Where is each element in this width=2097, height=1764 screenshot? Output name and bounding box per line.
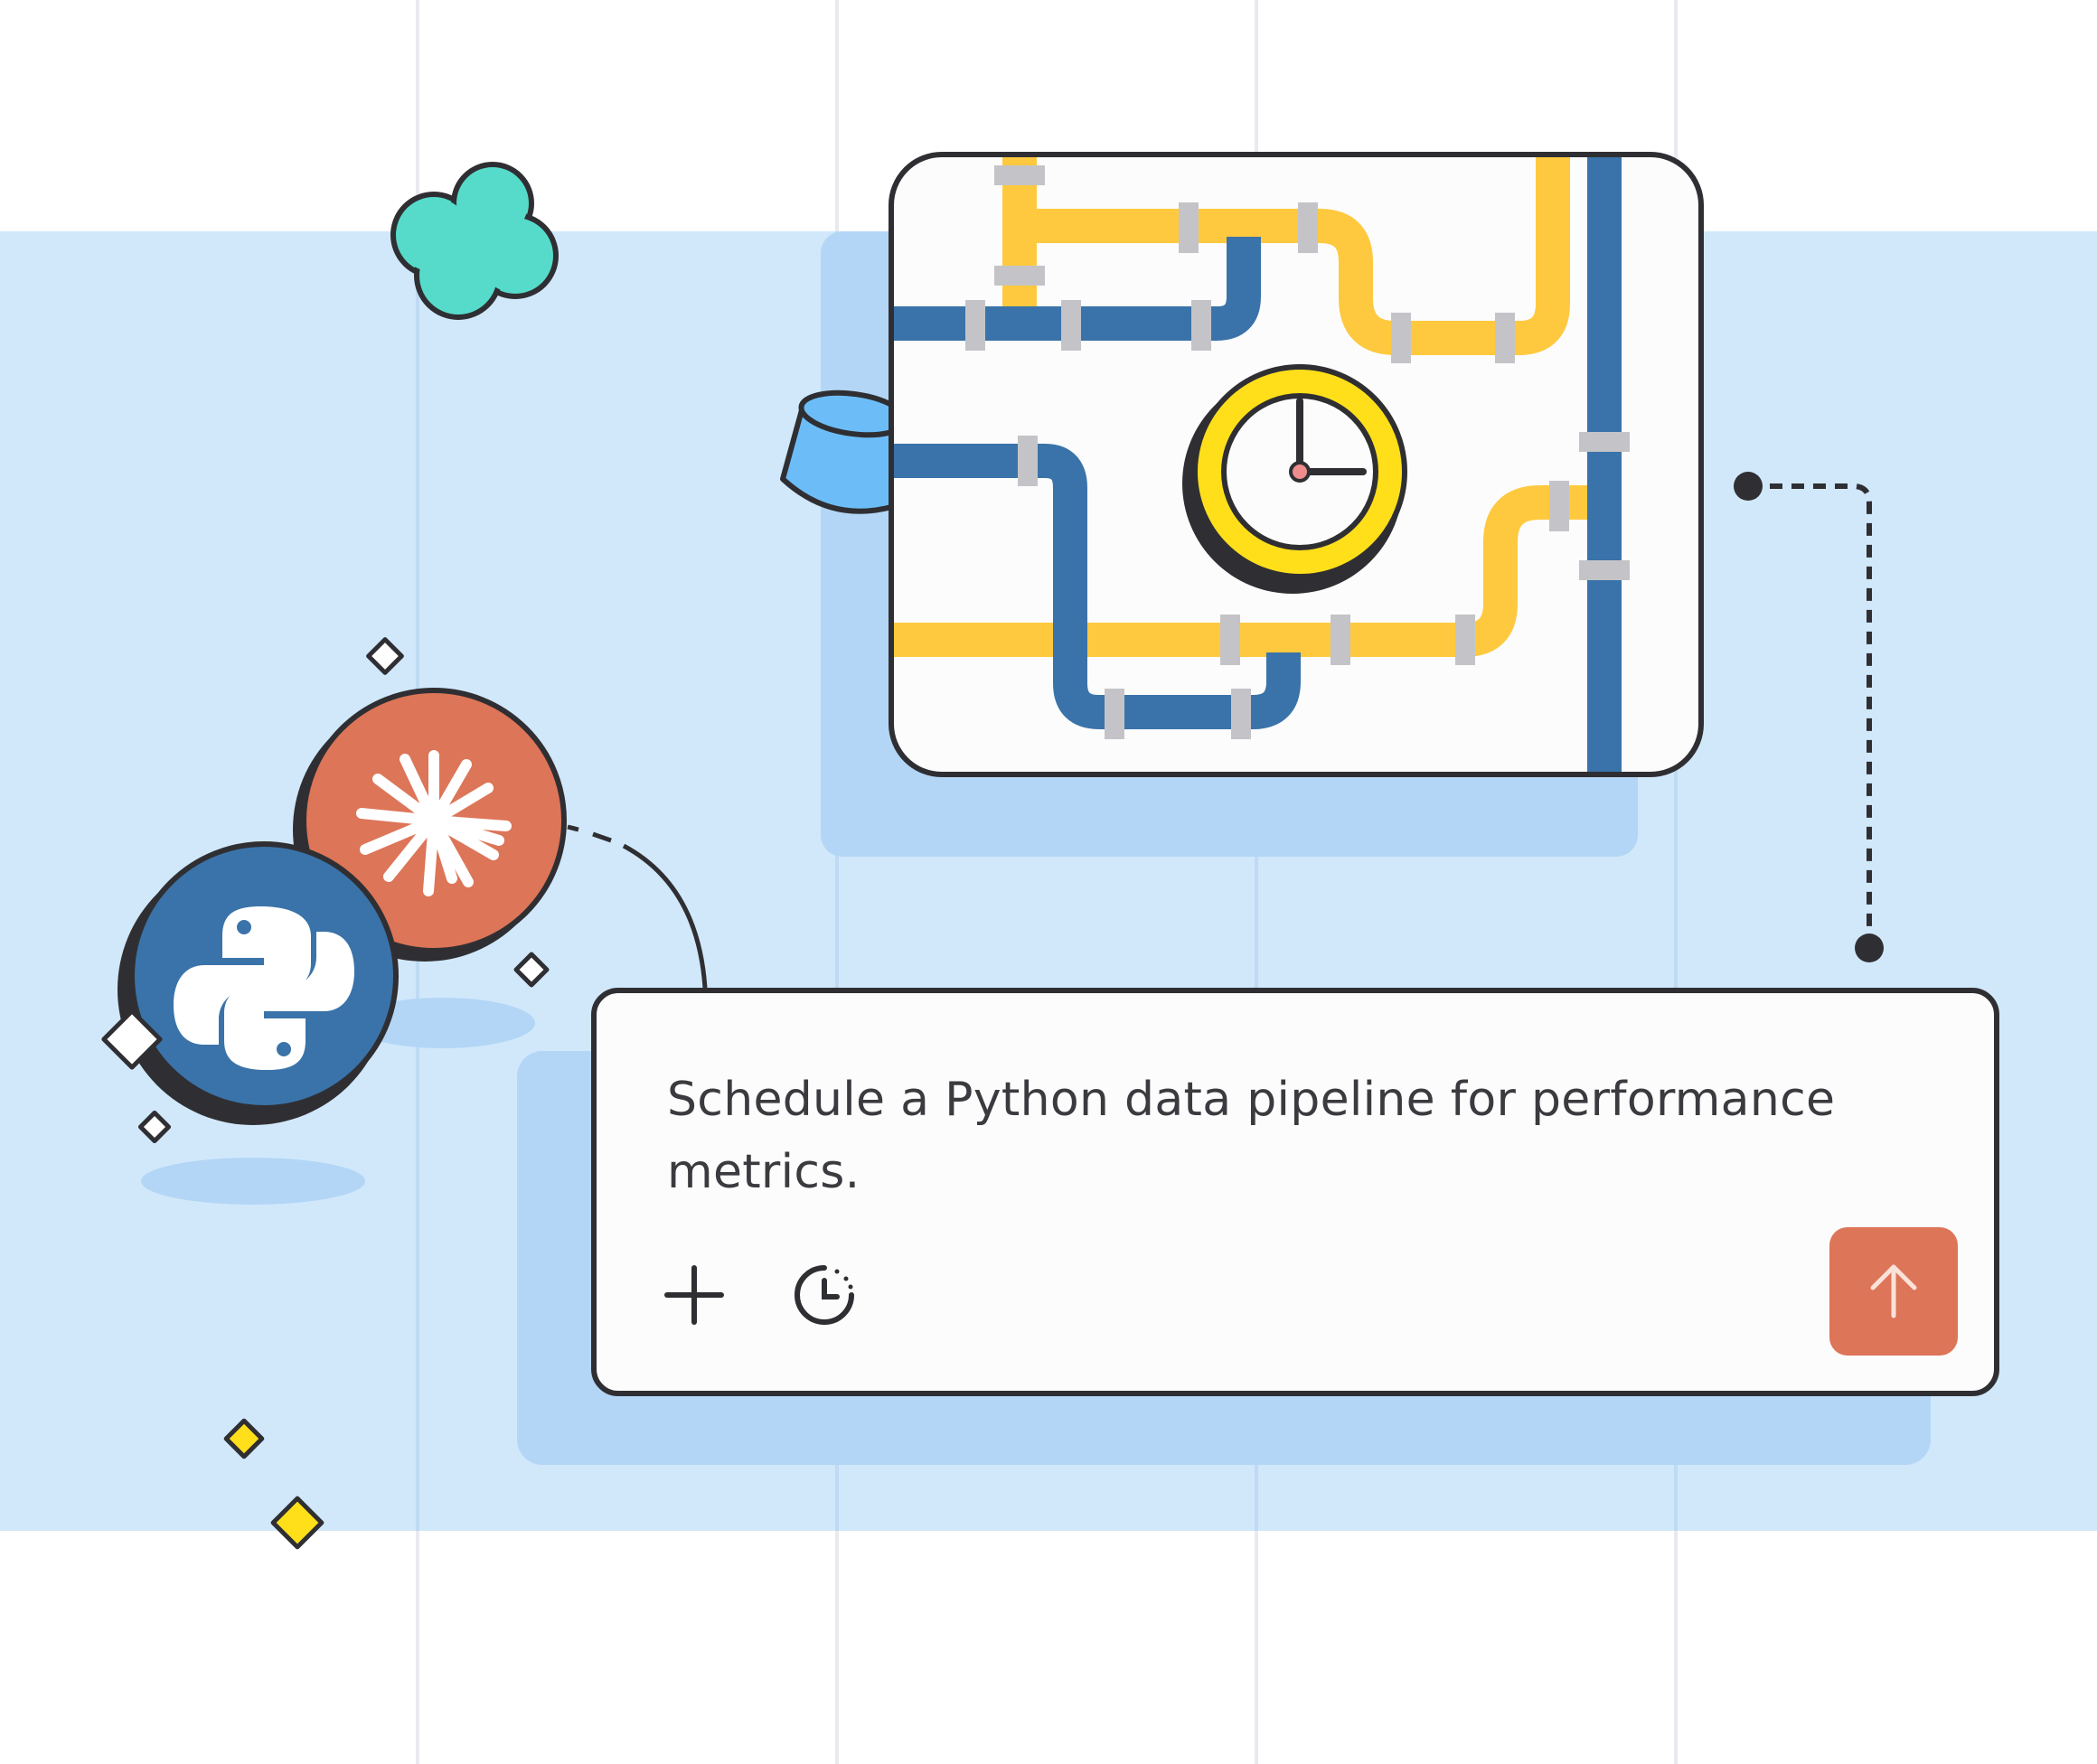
clock-icon [795,1265,854,1325]
dotted-connector [1734,472,1884,962]
send-button[interactable] [1829,1227,1958,1356]
clock-icon [1182,364,1407,594]
add-button[interactable] [653,1253,736,1337]
python-badge-shadow [141,1158,365,1205]
prompt-text[interactable]: Schedule a Python data pipeline for perf… [667,1073,1836,1199]
plus-icon [664,1265,724,1325]
python-badge [118,841,399,1125]
python-logo-icon [174,906,354,1070]
claude-badge-shadow [351,998,535,1048]
prompt-card: Schedule a Python data pipeline for perf… [591,988,1999,1396]
claude-starburst-icon [356,750,512,896]
bucket-icon [780,389,908,514]
arc-connector [567,824,708,989]
pipeline-card [889,152,1704,777]
arrow-up-icon [1870,1264,1917,1318]
sparkle-decorations [101,637,550,1550]
cloud-icon [390,162,559,320]
claude-badge [293,688,567,962]
schedule-button[interactable] [783,1253,866,1337]
